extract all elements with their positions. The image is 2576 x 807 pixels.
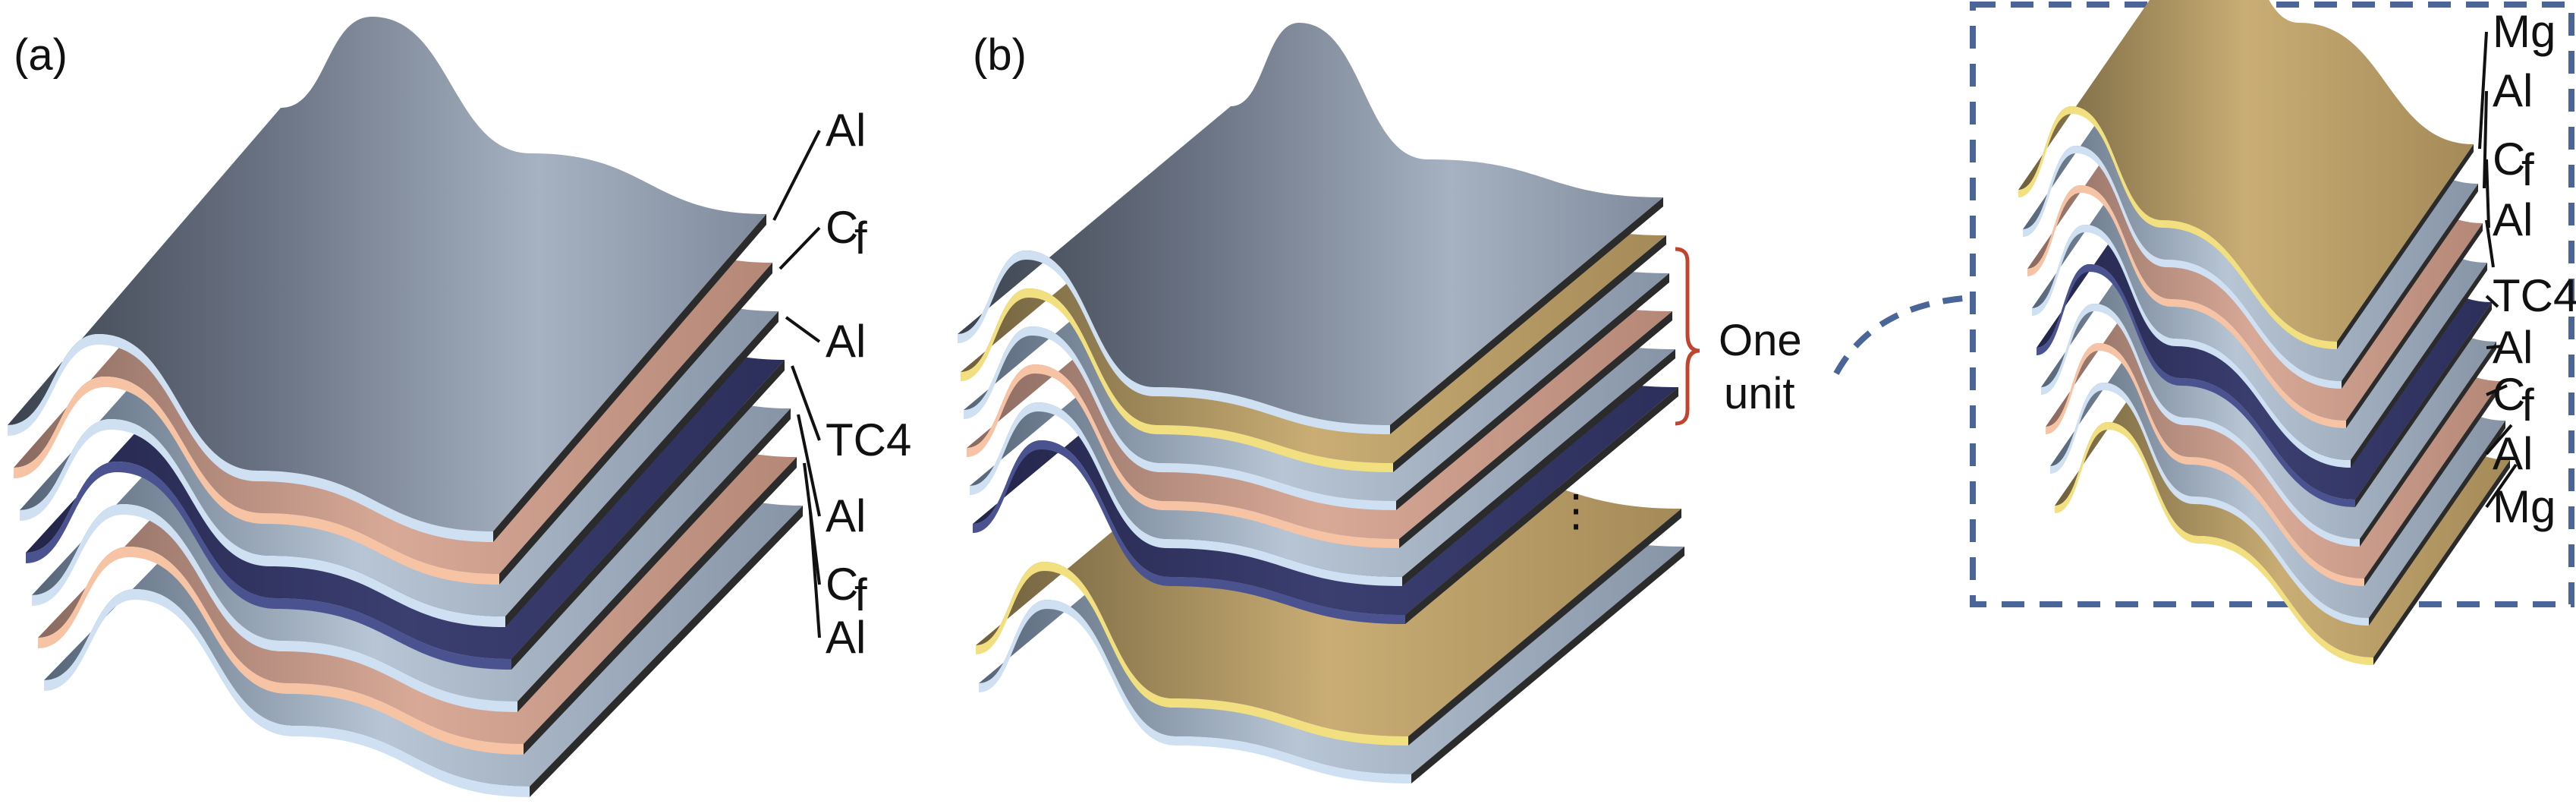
panel-a-label-6: Al [809, 511, 866, 663]
svg-text:Al: Al [826, 105, 866, 156]
svg-text:TC4: TC4 [2493, 270, 2576, 321]
inset-label-4: TC4 [2485, 270, 2576, 321]
inset-dashed-frame [1970, 2, 2574, 607]
inset-label-0: Mg [2478, 6, 2556, 150]
svg-text:Al: Al [826, 316, 866, 367]
inset-label-2: Cf [2485, 134, 2534, 229]
one-unit-label-line2: unit [1724, 369, 1795, 418]
inset-label-8: Mg [2485, 463, 2556, 532]
one-unit-label-line1: One [1719, 316, 1802, 365]
svg-text:Mg: Mg [2493, 481, 2556, 532]
inset-layers [2018, 0, 2510, 665]
svg-text:Al: Al [826, 612, 866, 663]
svg-text:Al: Al [826, 490, 866, 541]
inset-label-5: Al [2486, 322, 2533, 373]
svg-text:f: f [854, 213, 867, 263]
unit-to-inset-connector [1833, 295, 1974, 375]
panel-a-label-1: Cf [778, 202, 867, 270]
svg-text:C: C [2493, 134, 2525, 184]
svg-text:f: f [854, 569, 867, 620]
panel-b-tag: (b) [973, 30, 1027, 80]
panel-a-label-4: Al [797, 414, 866, 541]
svg-text:C: C [826, 559, 858, 610]
inset-label-3: Al [2485, 194, 2533, 268]
svg-text:f: f [2521, 380, 2534, 430]
svg-text:Al: Al [2493, 322, 2533, 373]
panel-a-label-0: Al [772, 105, 866, 221]
panel-a-label-5: Cf [803, 462, 867, 620]
svg-text:C: C [826, 202, 858, 253]
one-unit-bracket [1675, 247, 1700, 426]
svg-text:TC4: TC4 [826, 415, 911, 465]
panel-a-label-2: Al [785, 316, 866, 367]
inset-label-6: Cf [2486, 369, 2534, 430]
panel-b-layer-0 [958, 23, 1663, 434]
panel-a-layers [8, 17, 803, 797]
panel-a-layer-0 [8, 17, 766, 542]
inset-label-1: Al [2483, 65, 2533, 189]
panel-a-label-3: TC4 [791, 365, 911, 465]
panel-b: (b) One unit ⋮ [958, 23, 1974, 783]
svg-text:Mg: Mg [2493, 6, 2556, 57]
inset-layer-0 [2018, 0, 2474, 349]
svg-text:C: C [2493, 369, 2525, 420]
more-units-ellipsis: ⋮ [1554, 486, 1598, 535]
panel-a-tag: (a) [14, 30, 68, 80]
svg-text:Al: Al [2493, 65, 2533, 116]
inset-label-7: Al [2485, 424, 2533, 479]
svg-text:f: f [2521, 144, 2534, 195]
panel-b-layers [958, 23, 1684, 783]
svg-text:Al: Al [2493, 194, 2533, 245]
svg-text:Al: Al [2493, 428, 2533, 479]
